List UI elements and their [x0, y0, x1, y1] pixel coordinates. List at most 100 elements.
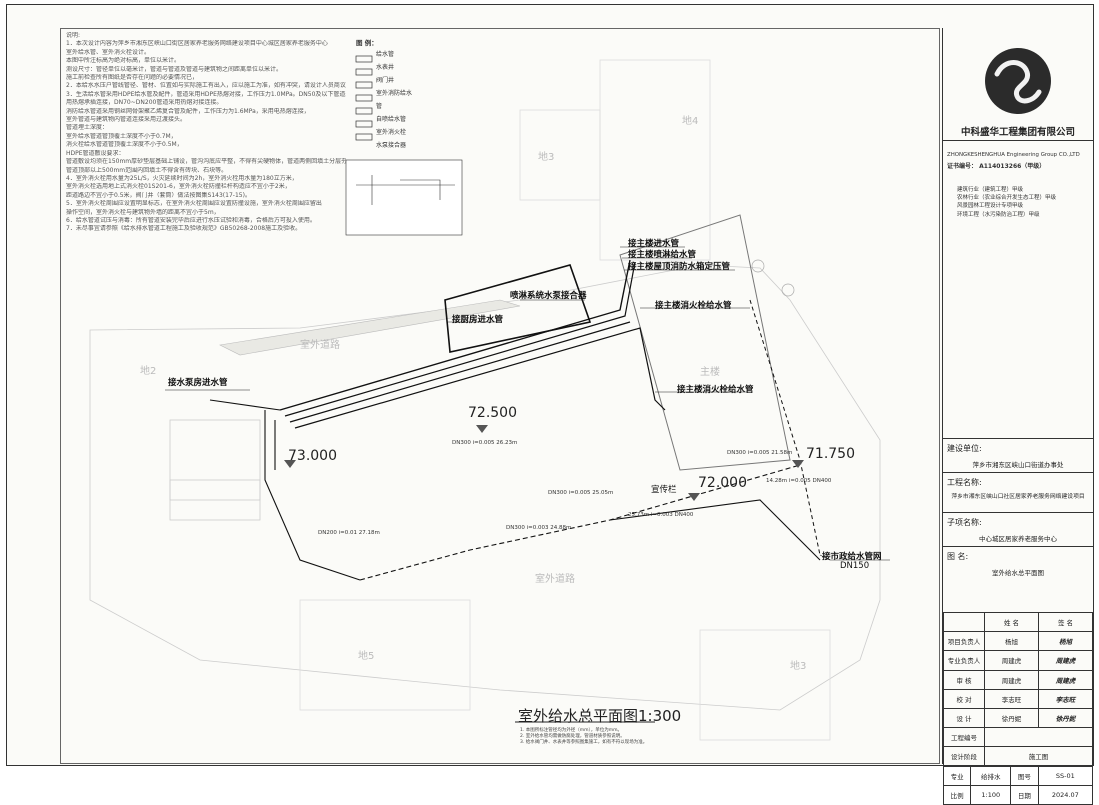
main-sprinkler-label: 接主楼喷淋给水管: [628, 250, 697, 260]
faint-label: 室外道路: [535, 574, 575, 585]
signature-cell: 徐丹妮: [1038, 707, 1093, 729]
faint-label: 室外道路: [300, 340, 340, 351]
date-value: 2024.07: [1037, 784, 1094, 805]
name-cell: 杨旭: [984, 631, 1039, 652]
role-cell: 专业负责人: [943, 650, 985, 671]
city-main-label: 接市政给水管网: [822, 552, 882, 562]
site-plan: [89, 55, 890, 741]
company-en: ZHONGKESHENGHUA Engineering Group CO.,LT…: [947, 152, 1080, 158]
building-outline: [169, 419, 261, 501]
qualification: 农林行业（农业综合开发生态工程）甲级: [957, 195, 1057, 202]
sheet-label: 图号: [1010, 765, 1039, 786]
elevation-markers: [284, 425, 804, 501]
notes-line: 室外管道与建筑物内管道连接采用过渡接头。: [66, 116, 187, 124]
main-hydrant-label-1: 接主楼消火栓给水管: [655, 301, 732, 311]
notes-header: 说明:: [66, 32, 81, 39]
notes-line: 消防给水管道采用钢丝网骨架聚乙烯复合管及配件，工作压力为1.6MPa，采用电热熔…: [66, 107, 310, 115]
notes-line: 本图中所注标高为绝对标高，单位以米计。: [66, 57, 181, 65]
legend-item: 自喷给水管: [376, 116, 407, 123]
name-cell: 周建虎: [984, 669, 1039, 690]
project-value: 萍乡市湘东区峡山口社区居家养老服务网络建设项目: [951, 494, 1085, 500]
main-building: [619, 214, 791, 471]
company-logo: [985, 48, 1051, 114]
grid-marker: [781, 283, 795, 297]
main-building-label: 主楼: [700, 367, 720, 378]
qualifications: 建筑行业（建筑工程）甲级 农林行业（农业综合开发生态工程）甲级 风景园林工程设计…: [957, 186, 1056, 219]
sign-pole-label: 宣传栏: [651, 485, 677, 495]
pipe-spec: DN300 i=0.005 25.05m: [548, 490, 614, 496]
certificate: 证书编号： A114013266（甲级）: [947, 163, 1046, 170]
signature-cell: 周建虎: [1038, 669, 1093, 690]
road-strip: [219, 299, 521, 356]
notes-line: 室外给水管道管顶覆土深度不小于0.7M，: [66, 132, 177, 140]
stage-value: 施工图: [984, 746, 1093, 767]
notes-line: 距道路边不宜小于0.5米，阀门井（套筒）做法按图集S143(17-15)。: [66, 191, 251, 199]
project-no-value: [984, 727, 1093, 748]
signature-cell: 李志旺: [1038, 688, 1093, 709]
leader-lines: [165, 246, 890, 561]
main-hydrant-label-2: 接主楼消火栓给水管: [677, 385, 754, 395]
role-cell: 项目负责人: [943, 631, 985, 652]
building-outline: [169, 479, 261, 521]
legend-item: 阀门井: [376, 77, 395, 84]
spray-connector-label: 喷淋系统水泵接合器: [510, 291, 587, 301]
name-cell: 李志旺: [984, 688, 1039, 709]
elevation-label: 71.750: [806, 446, 855, 462]
main-inlet-label: 接主楼进水管: [628, 239, 680, 249]
role-cell: 审 核: [943, 669, 985, 690]
notes-line: 2．本给水水压户管线管径、管材、位置如与实际施工有出入，应以施工为准，如有冲突，…: [66, 82, 346, 90]
title-note: 1. 本图所标注管径均为外径（mm），单位为mm。: [520, 728, 623, 733]
name-cell: 徐丹妮: [984, 707, 1039, 729]
notes-line: 用热熔承插连接，DN70~DN200管道采用热熔对接连接。: [66, 99, 223, 107]
water-pipes: [209, 259, 821, 581]
project-no-label: 工程编号: [943, 727, 985, 748]
qualification: 风景园林工程设计专项甲级: [957, 203, 1024, 210]
faint-label: 地3: [538, 152, 555, 163]
notes-line: 施工前检查所有图纸是否存在问题的必要情况已，: [66, 74, 199, 82]
pipe-spec: 14.28m i=0.005 DN400: [766, 478, 832, 484]
subproject-row: 子项名称: 中心城区居家养老服务中心: [943, 512, 1093, 546]
city-main-size: DN150: [840, 561, 870, 571]
subproject-label: 子项名称:: [947, 518, 982, 527]
signature-cell: 杨旭: [1038, 631, 1093, 652]
kitchen-water-label: 接厨房进水管: [452, 315, 504, 325]
title-note: 3. 给水阀门井、水表井等参照图集施工，如有不符以现场为准。: [520, 740, 648, 745]
elevation-label: 72.500: [468, 405, 517, 421]
builder-row: 建设单位: 萍乡市湘东区峡山口街道办事处: [943, 438, 1093, 472]
notes-line: 管道埋土深度：: [66, 124, 109, 132]
building-outline: [299, 599, 471, 711]
elevation-label: 72.000: [698, 475, 747, 491]
role-cell: 校 对: [943, 688, 985, 709]
project-label: 工程名称:: [947, 478, 982, 487]
pipe-spec: DN200 i=0.01 27.18m: [318, 530, 380, 536]
kitchen-block: [444, 264, 592, 353]
drawing-frame: [60, 28, 940, 764]
notes-line: 操作空间，室外消火栓与建筑物外墙的距离不宜小于5m，: [66, 208, 220, 216]
notes-line: 7．未尽事宜请参照《给水排水管道工程施工及验收规范》GB50268-2008施工…: [66, 225, 302, 233]
subproject-value: 中心城区居家养老服务中心: [979, 535, 1057, 543]
qualification: 建筑行业（建筑工程）甲级: [957, 187, 1024, 193]
builder-value: 萍乡市湘东区峡山口街道办事处: [972, 461, 1064, 469]
notes-line: 6．给水管道试压与消毒：所有管道安装完毕后应进行水压试验和消毒，合格后方可投入使…: [66, 216, 316, 224]
notes-line: 5．室外消火栓周围应设置明显标志，在室外消火栓周围应设置防撞设施，室外消火栓周围…: [66, 200, 322, 208]
pipe-spec: 25.73m i=0.003 DN400: [628, 512, 694, 518]
scale-label: 比例: [942, 784, 972, 805]
builder-label: 建设单位:: [947, 444, 982, 453]
legend: 图 例： 给水管 水表井 阀门井 室外消防给水管 自喷给水管 室外消火栓 水泵接…: [356, 39, 416, 152]
notes-line: 室外消火栓选用地上式消火栓01S201-6，室外消火栓防撞栏杆构造应不宜小于2米…: [66, 183, 291, 191]
notes-line: 4．室外消火栓用水量为25L/S，火灾延续时间为2h，室外消火栓用水量为180立…: [66, 174, 298, 182]
faint-label: 地3: [790, 661, 807, 672]
drawing-sheet: [6, 4, 1094, 766]
discipline-value: 给排水: [970, 765, 1012, 786]
pipe-spec: DN300 i=0.005 26.23m: [452, 440, 518, 446]
legend-item: 水表井: [376, 64, 395, 71]
legend-item: 给水管: [376, 51, 395, 58]
drawing-name-row: 图 名: 室外给水总平面图: [943, 546, 1093, 612]
notes-line: 管道敷设均须在150mm厚砂垫层基础上铺设，管沟沟底应平整，不得有尖硬物体，管道…: [66, 158, 346, 166]
main-roof-tank-label: 接主楼屋顶消防水箱定压管: [628, 262, 731, 272]
notes-line: 测设尺寸：管径单位以毫米计，管道与管道及管道与建筑物之间距离单位以米计。: [66, 65, 283, 73]
name-cell: 周建虎: [984, 650, 1039, 671]
legend-title: 图 例：: [356, 39, 378, 47]
building-outline: [519, 109, 601, 201]
legend-symbols: [355, 55, 373, 141]
